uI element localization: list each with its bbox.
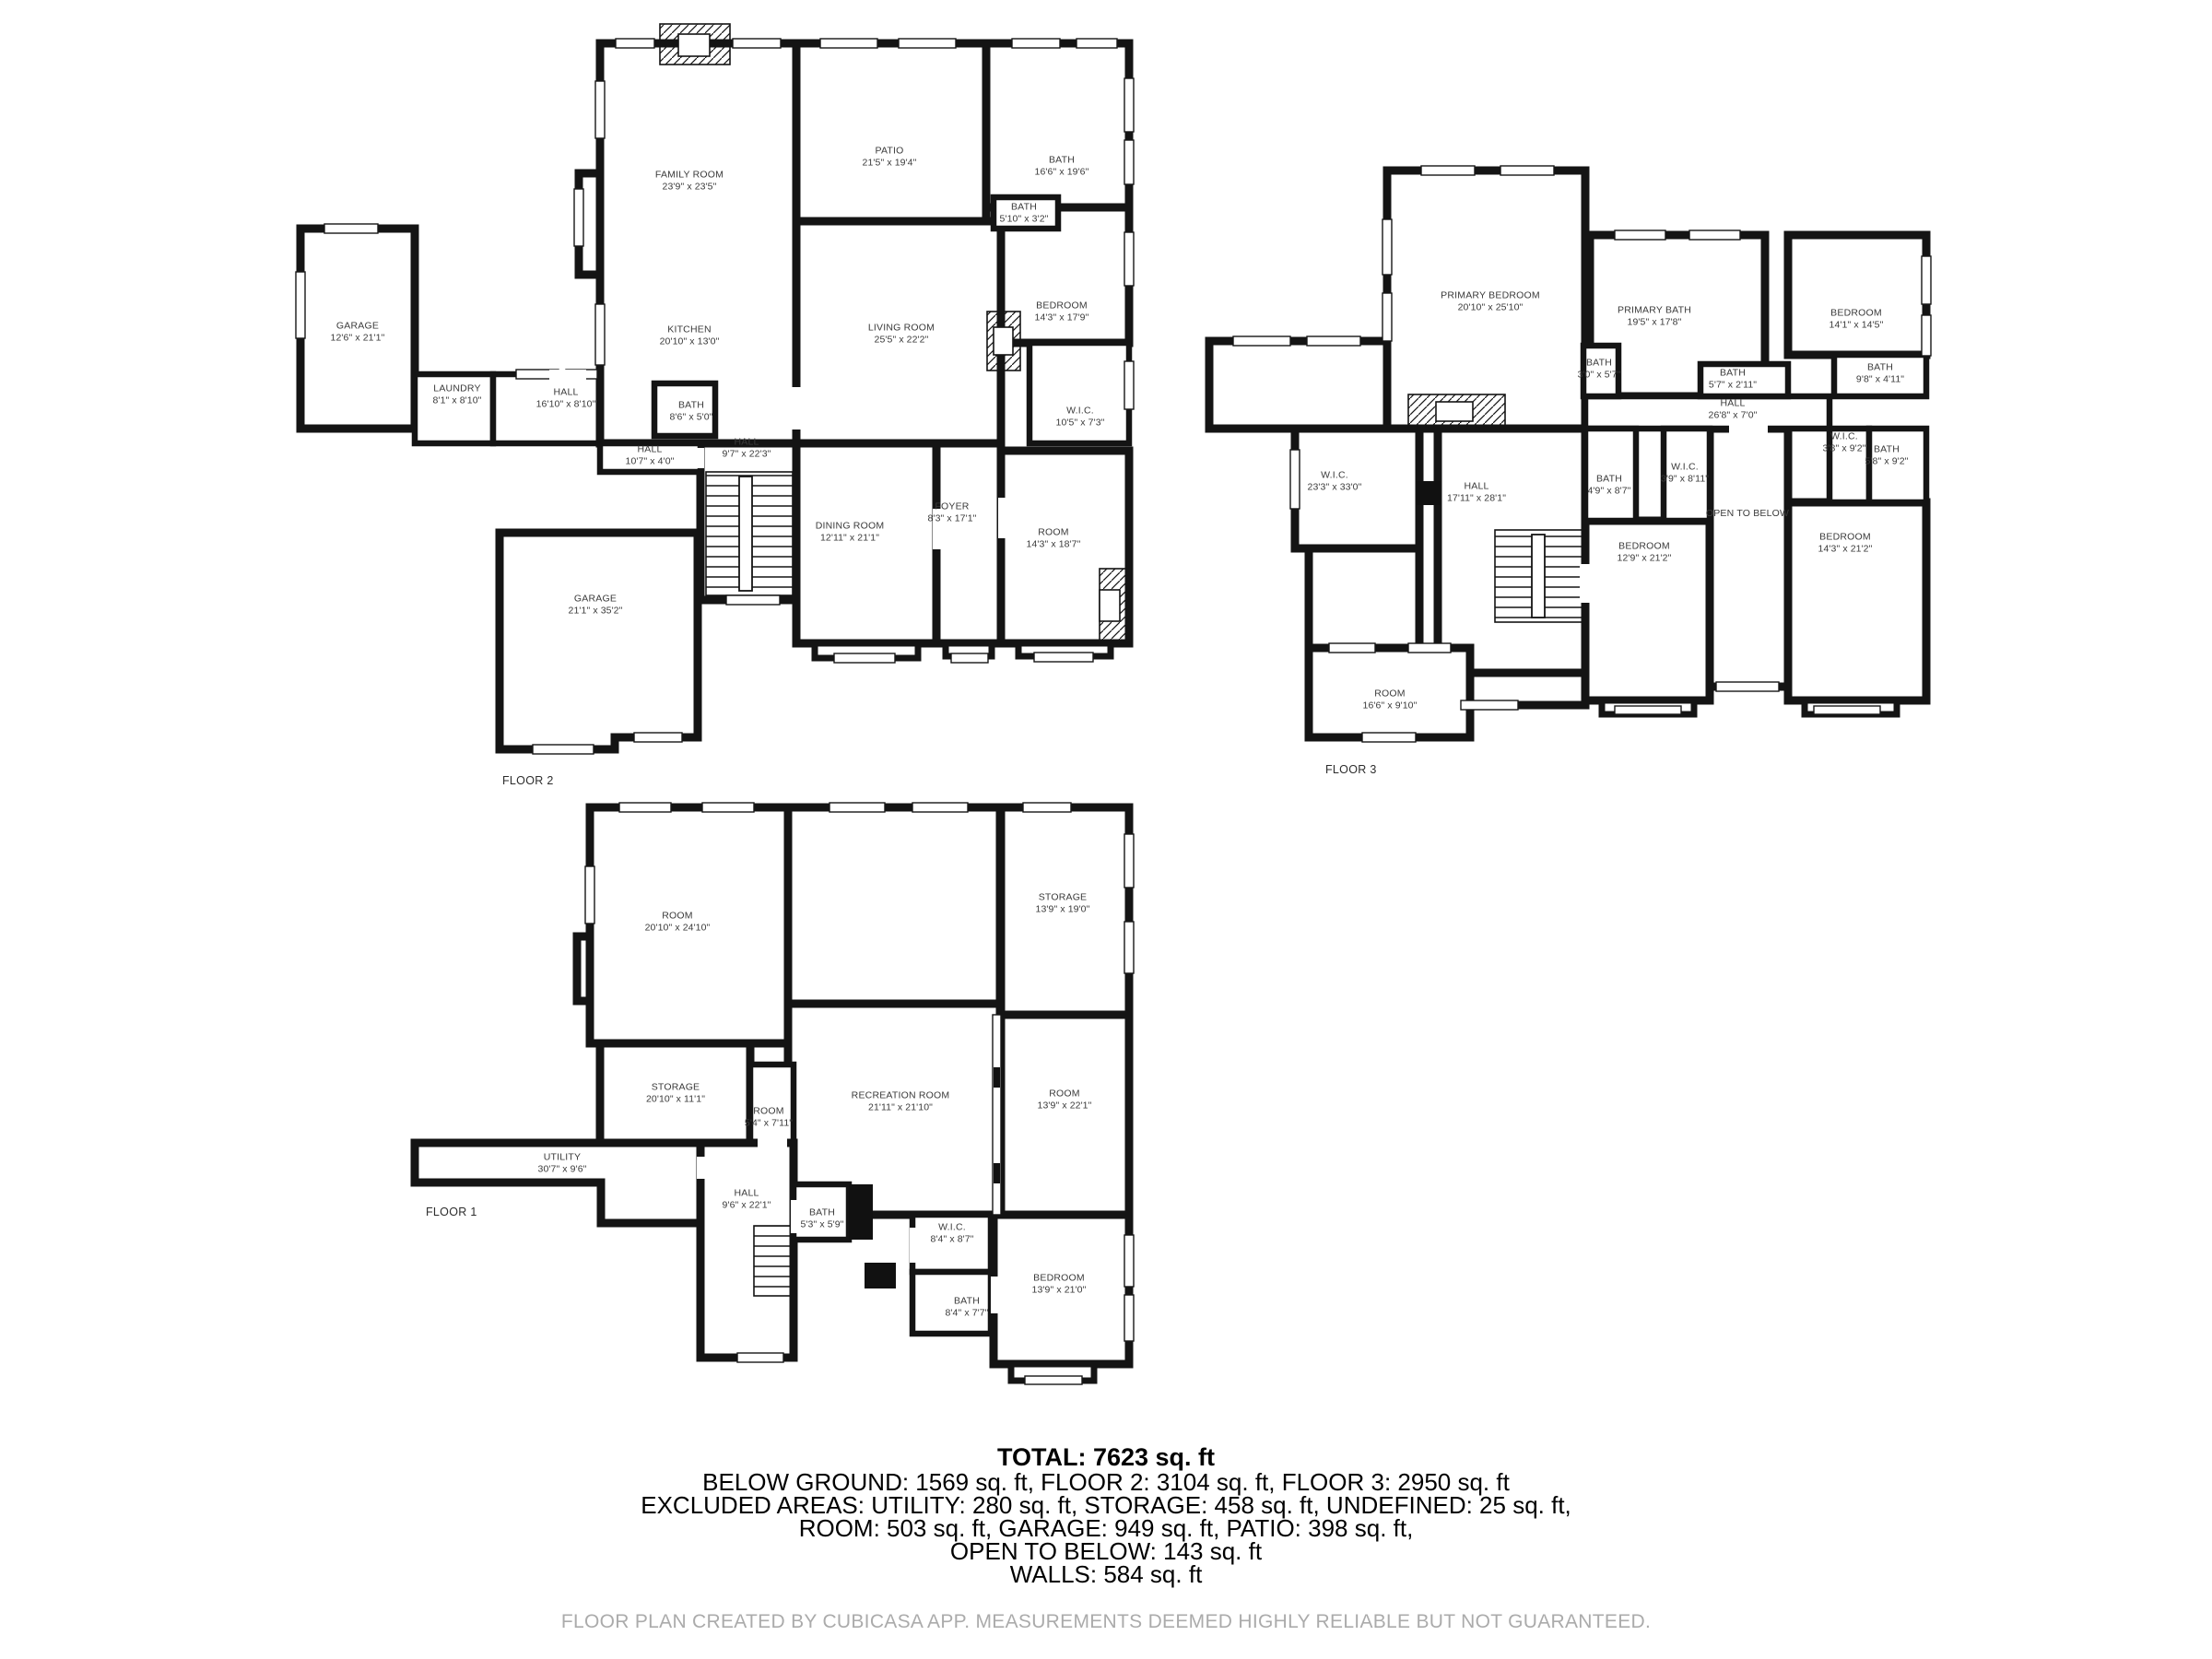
- summary-line: ROOM: 503 sq. ft, GARAGE: 949 sq. ft, PA…: [798, 1514, 1414, 1542]
- total-area: TOTAL: 7623 sq. ft: [996, 1443, 1216, 1471]
- floor3-windows: [1232, 165, 1932, 743]
- summary-line: WALLS: 584 sq. ft: [1009, 1560, 1203, 1588]
- summary-line: BELOW GROUND: 1569 sq. ft, FLOOR 2: 3104…: [702, 1468, 1510, 1496]
- summary-line: OPEN TO BELOW: 143 sq. ft: [949, 1537, 1263, 1565]
- floor2-walls: [295, 23, 1135, 755]
- area-summary: TOTAL: 7623 sq. ft BELOW GROUND: 1569 sq…: [0, 1443, 2212, 1586]
- disclaimer-text: FLOOR PLAN CREATED BY CUBICASA APP. MEAS…: [560, 1611, 1652, 1632]
- floor3-walls: [1205, 165, 1932, 743]
- floor1-windows: [584, 802, 1135, 1385]
- summary-line: EXCLUDED AREAS: UTILITY: 280 sq. ft, STO…: [641, 1491, 1571, 1519]
- floor1-walls: [410, 802, 1135, 1385]
